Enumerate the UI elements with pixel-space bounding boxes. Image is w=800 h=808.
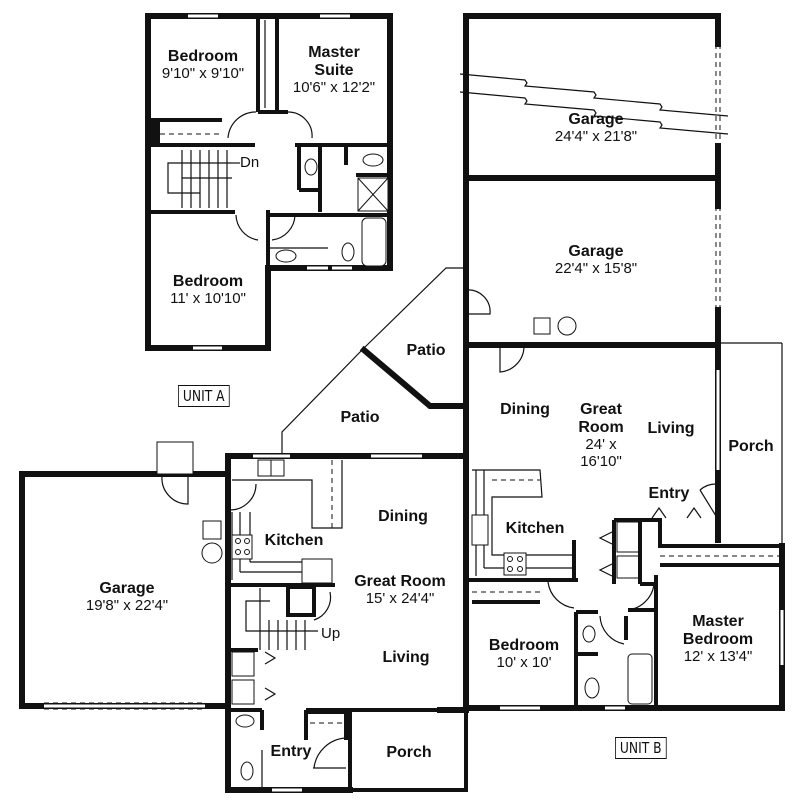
room-name: Patio <box>406 342 446 359</box>
room-unit-a-garage: Garage 19'8" x 22'4" <box>86 580 168 615</box>
room-name: Patio <box>340 409 380 426</box>
room-unit-b-garage-1: Garage 24'4" x 21'8" <box>555 111 637 146</box>
room-unit-a-bedroom-2: Bedroom 11' x 10'10" <box>170 273 246 308</box>
room-name: Porch <box>728 438 774 455</box>
unit-a-upper-stairs <box>167 150 240 208</box>
room-name: Great Room <box>354 573 446 590</box>
room-unit-b-entry: Entry <box>649 485 690 503</box>
room-name: Entry <box>270 743 312 760</box>
room-unit-b-porch: Porch <box>728 438 773 456</box>
room-dimensions: 15' x 24'4" <box>365 589 435 607</box>
room-unit-b-great-room: Great Room 24' x 16'10" <box>578 401 623 470</box>
room-name-line-2: Suite <box>314 61 354 79</box>
room-dimensions: 12' x 13'4" <box>683 647 753 665</box>
room-dimensions-line-2: 16'10" <box>580 452 622 470</box>
room-name: Dining <box>378 508 428 525</box>
room-name: Dining <box>500 401 550 418</box>
room-unit-b-living: Living <box>647 420 694 438</box>
room-name: Master <box>308 44 360 61</box>
patio-outline <box>281 267 465 454</box>
room-dimensions: 24'4" x 21'8" <box>554 127 638 145</box>
room-unit-a-dining: Dining <box>378 508 428 526</box>
room-unit-a-bedroom-1: Bedroom 9'10" x 9'10" <box>162 48 244 83</box>
room-name: Bedroom <box>167 48 239 65</box>
room-unit-b-dining: Dining <box>500 401 550 419</box>
room-unit-b-kitchen: Kitchen <box>506 520 565 538</box>
room-patio-lower: Patio <box>340 409 379 427</box>
room-unit-a-kitchen: Kitchen <box>265 532 324 550</box>
room-dimensions: 10'6" x 12'2" <box>292 78 376 96</box>
room-name: Porch <box>386 744 432 761</box>
room-dimensions: 10' x 10' <box>496 653 552 671</box>
room-name: Bedroom <box>172 273 244 290</box>
room-name-line-2: Room <box>578 418 624 436</box>
room-name: Living <box>382 649 430 666</box>
room-unit-b-master-bedroom: Master Bedroom 12' x 13'4" <box>683 613 753 666</box>
unit-b-walls <box>459 13 785 713</box>
unit-a-main-floor-walls <box>19 441 469 793</box>
room-unit-a-entry: Entry <box>271 743 312 761</box>
room-unit-a-porch: Porch <box>386 744 431 762</box>
room-name: Kitchen <box>505 520 565 537</box>
room-dimensions: 22'4" x 15'8" <box>554 259 638 277</box>
room-unit-a-living: Living <box>382 649 429 667</box>
room-name: Garage <box>568 243 624 260</box>
room-name-line-2: Bedroom <box>682 630 754 648</box>
room-name: Bedroom <box>488 637 560 654</box>
room-dimensions: 11' x 10'10" <box>170 289 246 307</box>
room-patio-upper: Patio <box>406 342 445 360</box>
room-name: Entry <box>648 485 690 502</box>
unit-b-tag: UNIT B <box>615 737 667 759</box>
room-unit-b-bedroom: Bedroom 10' x 10' <box>489 637 559 672</box>
room-unit-a-great-room: Great Room 15' x 24'4" <box>354 573 446 608</box>
room-name: Garage <box>99 580 155 597</box>
room-dimensions: 24' x <box>585 435 617 453</box>
room-name: Living <box>647 420 695 437</box>
unit-a-tag: UNIT A <box>178 385 230 407</box>
room-dimensions: 19'8" x 22'4" <box>85 596 169 614</box>
room-name: Garage <box>568 111 624 128</box>
room-name: Great <box>580 401 622 418</box>
room-unit-b-garage-2: Garage 22'4" x 15'8" <box>555 243 637 278</box>
room-name: Master <box>692 613 744 630</box>
room-dimensions: 9'10" x 9'10" <box>161 64 245 82</box>
unit-a-main-stairs <box>245 585 332 650</box>
room-name: Kitchen <box>264 532 324 549</box>
stairs-down-label: Dn <box>240 154 260 171</box>
room-unit-a-master-suite: Master Suite 10'6" x 12'2" <box>293 44 375 97</box>
stairs-up-label: Up <box>321 625 341 642</box>
unit-a-upper-floor-walls <box>145 13 393 351</box>
